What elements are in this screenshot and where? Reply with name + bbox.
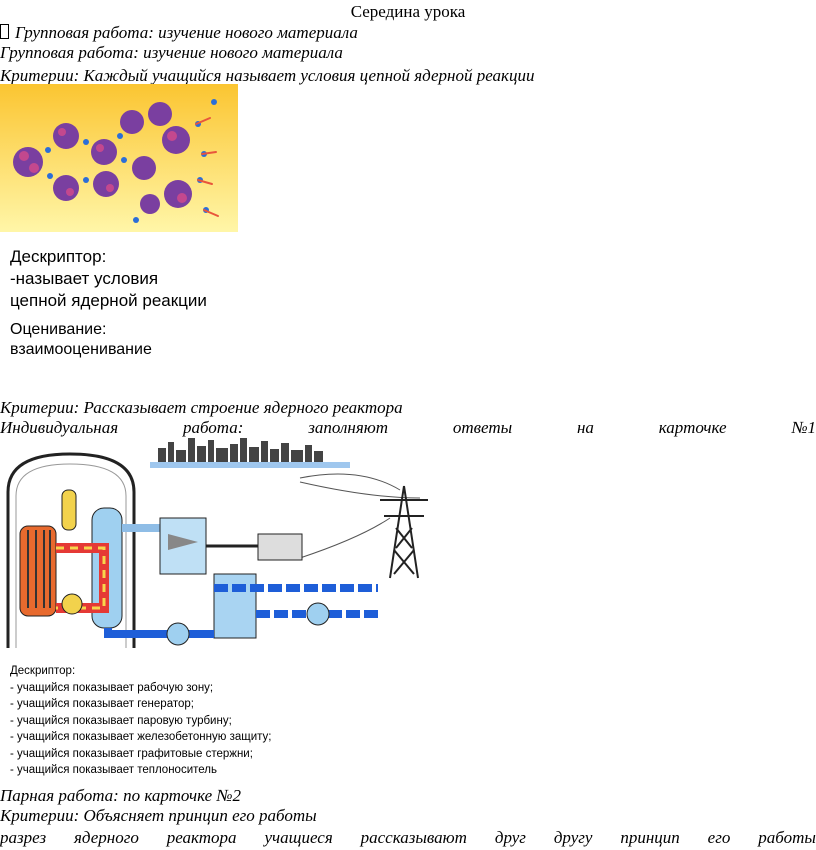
- criteria-working-principle: Критерии: Объясняет принцип его работы: [0, 806, 317, 825]
- criteria-chain-reaction: Критерии: Каждый учащийся называет услов…: [0, 66, 535, 85]
- grading-value: взаимооценивание: [10, 341, 152, 358]
- generator: [257, 533, 303, 561]
- word: друг: [494, 828, 526, 847]
- criteria-reactor-structure: Критерии: Рассказывает строение ядерного…: [0, 398, 403, 417]
- city-skyline-icon: [158, 438, 323, 462]
- reactor-section-line: разрез ядерного реактора учащиеся расска…: [0, 828, 816, 848]
- bullet-text: Групповая работа: изучение нового матери…: [15, 23, 358, 42]
- list-item: - учащийся показывает генератор;: [10, 698, 194, 710]
- descriptor-block-1: Дескриптор: -называет условия цепной яде…: [10, 246, 207, 360]
- word: на: [576, 418, 594, 437]
- pair-work-line: Парная работа: по карточке №2: [0, 786, 241, 805]
- word: разрез: [0, 828, 47, 847]
- descriptor-block-2: Дескриптор: - учащийся показывает рабочу…: [10, 663, 271, 779]
- word: карточке: [658, 418, 727, 437]
- word: рассказывают: [360, 828, 467, 847]
- word: учащиеся: [264, 828, 333, 847]
- descriptor-1-line-1: -называет условия: [10, 269, 159, 288]
- list-item: - учащийся показывает графитовые стержни…: [10, 747, 253, 760]
- word: №1: [791, 418, 816, 437]
- word: реактора: [166, 828, 237, 847]
- bullet-icon: [0, 24, 9, 39]
- condenser: [213, 573, 257, 639]
- list-item: - учащийся показывает паровую турбину;: [10, 714, 232, 727]
- word: работа:: [182, 418, 244, 437]
- individual-work-line: Индивидуальная работа: заполняют ответы …: [0, 418, 816, 438]
- word: другу: [553, 828, 593, 847]
- descriptor-1-title: Дескриптор:: [10, 247, 107, 266]
- list-item: - учащийся показывает железобетонную защ…: [10, 731, 272, 743]
- descriptor-2-title: Дескриптор:: [10, 665, 76, 677]
- power-pylon-icon: [380, 485, 428, 579]
- list-item: - учащийся показывает рабочую зону;: [10, 681, 214, 694]
- reactor-diagram: [6, 438, 428, 648]
- word: Индивидуальная: [0, 418, 119, 437]
- group-work-line: Групповая работа: изучение нового матери…: [0, 43, 343, 62]
- grading-title: Оценивание:: [10, 321, 107, 338]
- word: ответы: [452, 418, 513, 437]
- list-item: - учащийся показывает теплоноситель: [10, 764, 217, 776]
- word: принцип: [620, 828, 680, 847]
- descriptor-1-line-2: цепной ядерной реакции: [10, 291, 207, 310]
- word: его: [707, 828, 731, 847]
- bullet-line: Групповая работа: изучение нового матери…: [0, 23, 358, 43]
- chain-reaction-image: [0, 84, 238, 232]
- containment-dome: [6, 452, 136, 648]
- word: ядерного: [74, 828, 139, 847]
- word: заполняют: [308, 418, 389, 437]
- word: работы: [758, 828, 816, 847]
- page-title: Середина урока: [350, 2, 466, 21]
